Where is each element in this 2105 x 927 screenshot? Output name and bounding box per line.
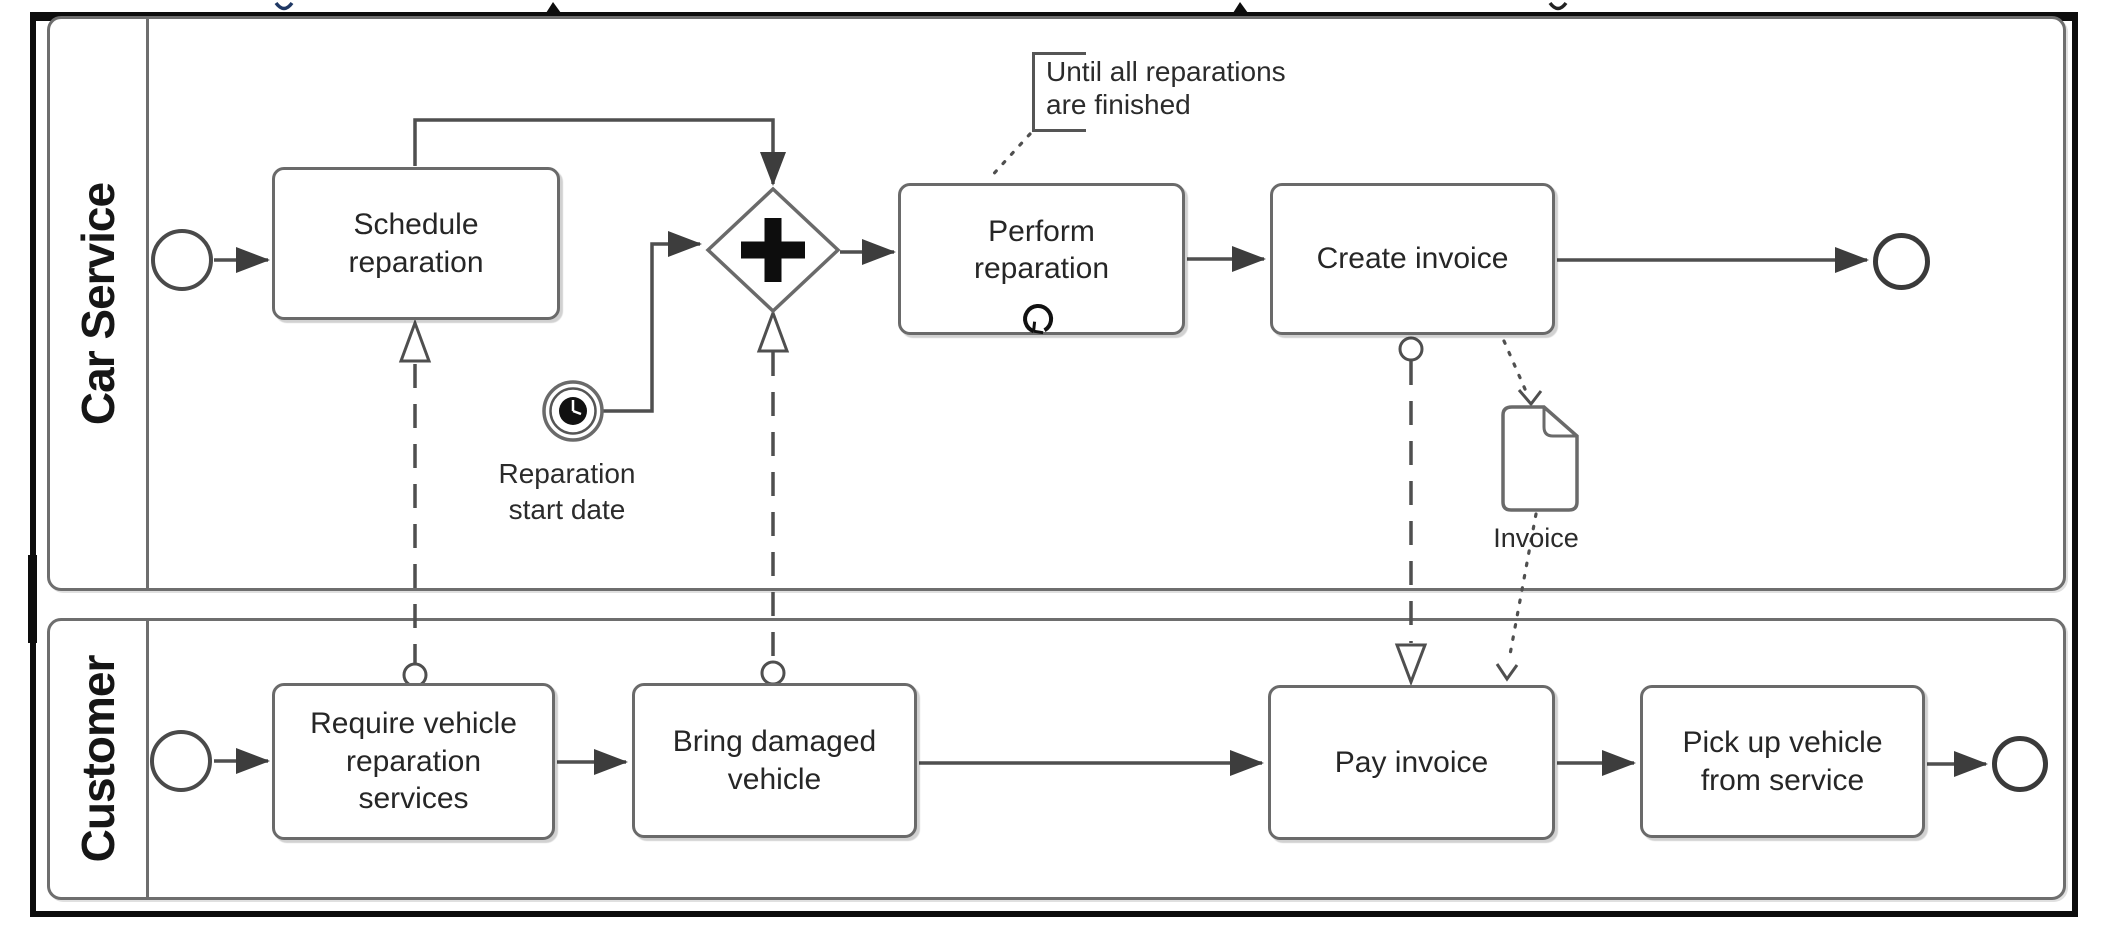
- invoice-document-label: Invoice: [1493, 523, 1579, 553]
- task-schedule-reparation: Schedule reparation: [272, 167, 560, 320]
- open-triangle-icon: [1394, 643, 1428, 687]
- open-triangle-icon: [398, 318, 432, 363]
- end-event-customer: [1992, 736, 2048, 792]
- task-label: Schedule reparation: [348, 208, 484, 279]
- open-triangle-icon: [756, 308, 790, 353]
- task-label: Require vehicle reparation services: [310, 707, 517, 816]
- association-create-to-invoice-doc: [1502, 339, 1530, 398]
- timer-event-label: Reparation start date: [498, 458, 636, 525]
- top-edge-artifacts: [274, 1, 1568, 13]
- arc-artifact-icon: [1548, 1, 1568, 11]
- document-icon: [1501, 405, 1579, 512]
- task-require-vehicle-reparation-services: Require vehicle reparation services: [272, 683, 555, 840]
- triangle-artifact-icon: [1233, 2, 1248, 13]
- clock-hands: [571, 400, 582, 416]
- task-pick-up-vehicle: Pick up vehicle from service: [1640, 685, 1925, 838]
- lane-header-customer: Customer: [50, 621, 149, 897]
- lane-header-car-service: Car Service: [50, 19, 149, 588]
- timer-event: [542, 380, 604, 442]
- annotation-text: Until all reparations are finished: [1046, 56, 1286, 121]
- open-arrowhead-icon: [1495, 663, 1519, 682]
- arc-artifact-icon: [274, 1, 294, 11]
- task-label: Perform reparation: [973, 214, 1110, 286]
- plus-gateway-icon: [764, 218, 782, 282]
- invoice-document: [1501, 405, 1579, 512]
- annotation-bracket: [1032, 52, 1086, 132]
- sequence-flow-timer-to-gateway: [603, 231, 702, 413]
- open-arrowhead-icon: [1517, 389, 1543, 407]
- sequence-flow-schedule-to-gateway: [413, 118, 786, 186]
- document-fold: [1542, 407, 1577, 438]
- task-label: Pay invoice: [1334, 745, 1489, 779]
- end-event-car-service: [1873, 233, 1930, 290]
- task-label: Bring damaged vehicle: [672, 725, 877, 796]
- task-label: Create invoice: [1316, 242, 1509, 276]
- parallel-gateway: [705, 186, 841, 314]
- loop-arrow-icon: [1023, 304, 1054, 335]
- start-event-car-service: [151, 229, 213, 291]
- task-create-invoice: Create invoice: [1270, 183, 1555, 335]
- task-pay-invoice: Pay invoice: [1268, 685, 1555, 840]
- association-annotation-to-perform: [986, 132, 1032, 182]
- border-artifact: [28, 555, 37, 643]
- association-invoice-doc-to-pay: [1507, 512, 1538, 662]
- triangle-artifact-icon: [546, 2, 561, 13]
- task-label: Pick up vehicle from service: [1682, 726, 1883, 797]
- task-bring-damaged-vehicle: Bring damaged vehicle: [632, 683, 917, 838]
- start-event-customer: [150, 730, 212, 792]
- circle-source-icon: [760, 660, 786, 686]
- task-perform-reparation: Perform reparation: [898, 183, 1185, 335]
- circle-source-icon: [1398, 336, 1424, 362]
